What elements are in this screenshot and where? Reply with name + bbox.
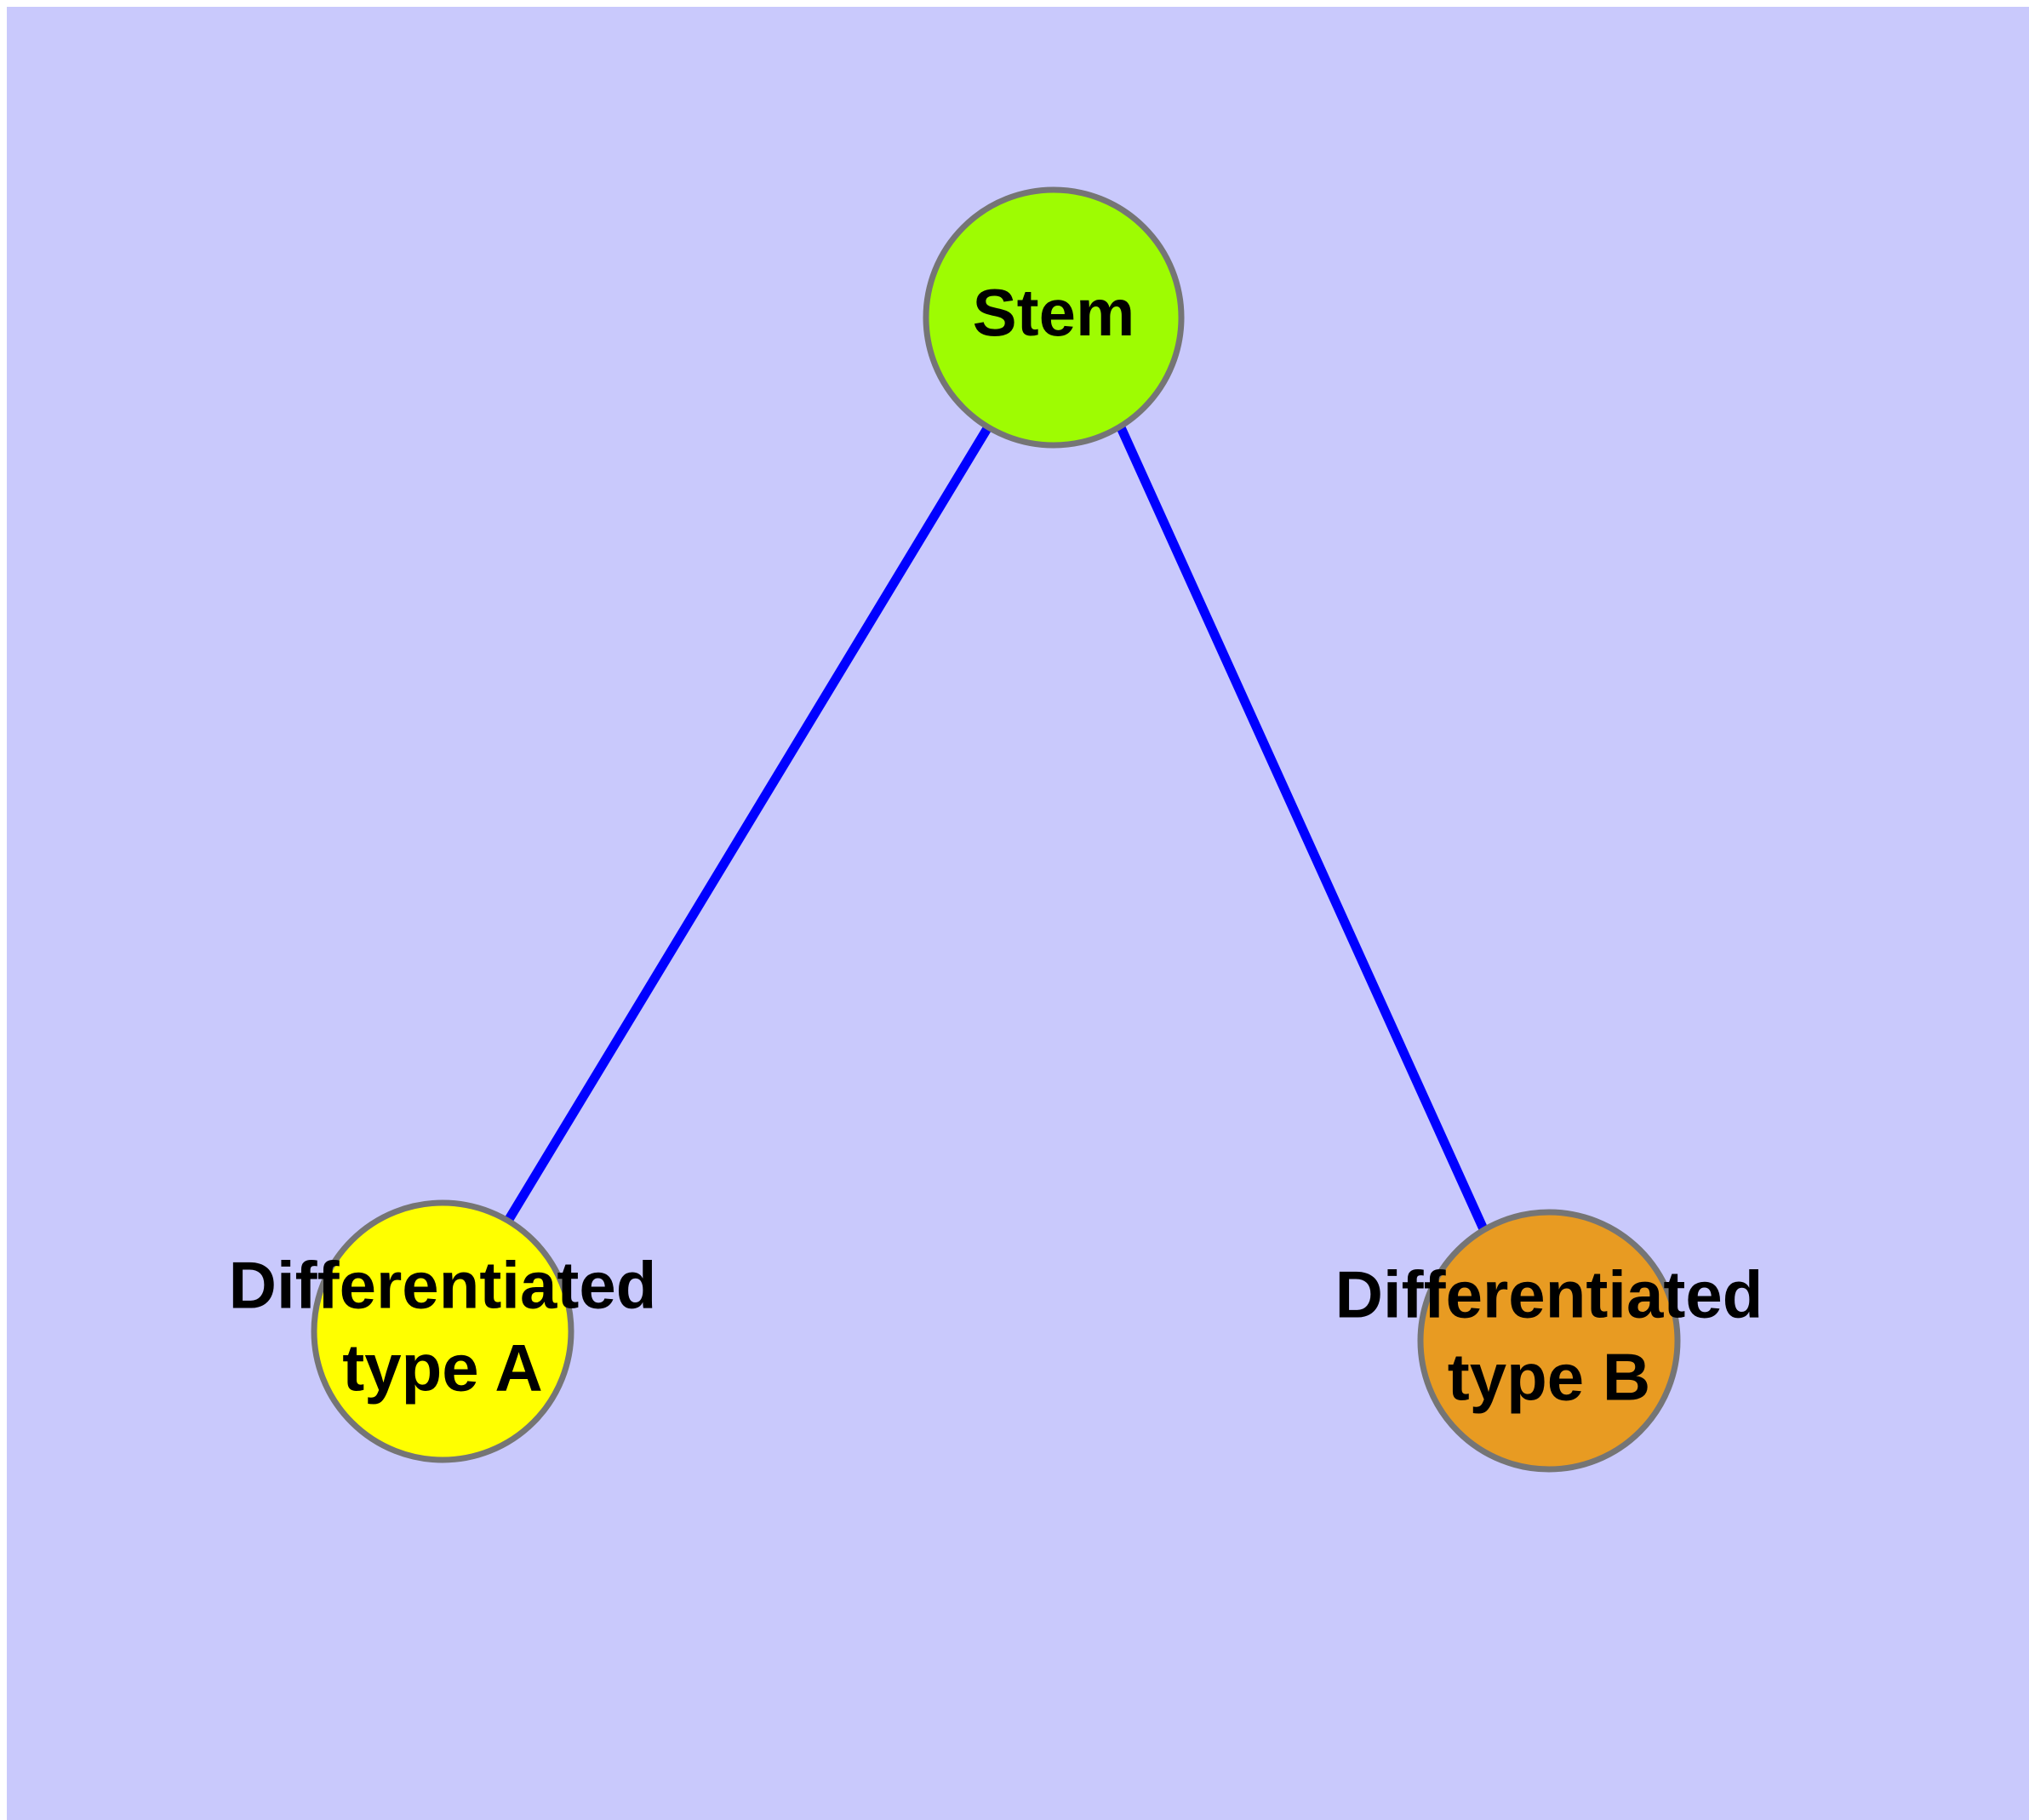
node-stem-label: Stem <box>973 275 1135 350</box>
node-differentiated-type-a-circle[interactable] <box>311 1199 574 1463</box>
node-differentiated-type-a[interactable] <box>311 1199 574 1463</box>
node-label-line: Differentiated <box>1335 1256 1763 1331</box>
node-label-line: type B <box>1448 1339 1650 1414</box>
node-differentiated-type-a-label: Differentiated type A <box>229 1247 657 1405</box>
node-stem[interactable] <box>923 186 1185 449</box>
edge-stem-to-differentiated-type-a <box>504 423 993 1223</box>
node-differentiated-type-b-circle[interactable] <box>1417 1209 1681 1473</box>
node-stem-circle[interactable] <box>923 186 1185 449</box>
node-label-line: Stem <box>973 275 1135 350</box>
node-label-line: Differentiated <box>229 1247 657 1322</box>
labels-layer: Stem Differentiated type A Differentiated… <box>229 275 1763 1415</box>
nodes-layer <box>311 186 1681 1473</box>
node-differentiated-type-b-label: Differentiated type B <box>1335 1256 1763 1414</box>
node-label-line: type A <box>342 1330 543 1405</box>
edge-stem-to-differentiated-type-b <box>1115 423 1489 1233</box>
edges-layer <box>504 423 1489 1233</box>
node-differentiated-type-b[interactable] <box>1417 1209 1681 1473</box>
